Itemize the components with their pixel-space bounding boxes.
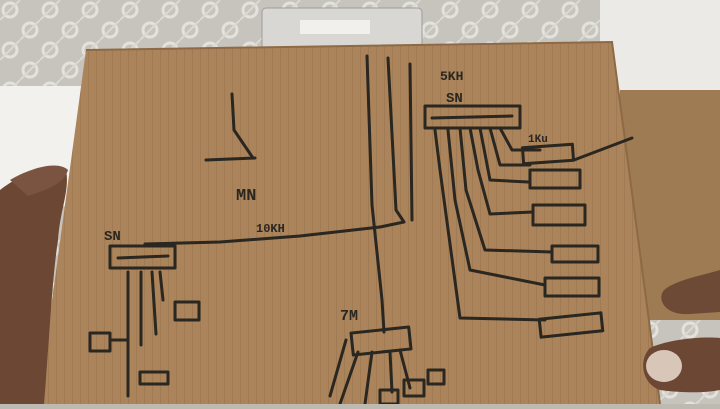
label-mn: MN [236,187,256,206]
router-label [300,20,370,34]
drawing-labels: 5KH SN MN SN 10KH 7M 1Ku [104,69,548,325]
thumbnail [646,350,682,382]
label-10kh: 10KH [256,222,285,236]
right-hand [661,270,720,315]
circuit-drawing [88,54,634,406]
cardboard-sheet [38,42,660,404]
cardboard-edge [85,40,661,405]
label-5kh: 5KH [440,69,463,84]
label-7m: 7M [340,308,358,325]
label-1ku: 1Ku [528,134,548,146]
left-hand [0,166,67,404]
label-sn-top: SN [446,91,463,107]
label-sn-left: SN [104,229,121,245]
left-thumb [10,165,68,196]
